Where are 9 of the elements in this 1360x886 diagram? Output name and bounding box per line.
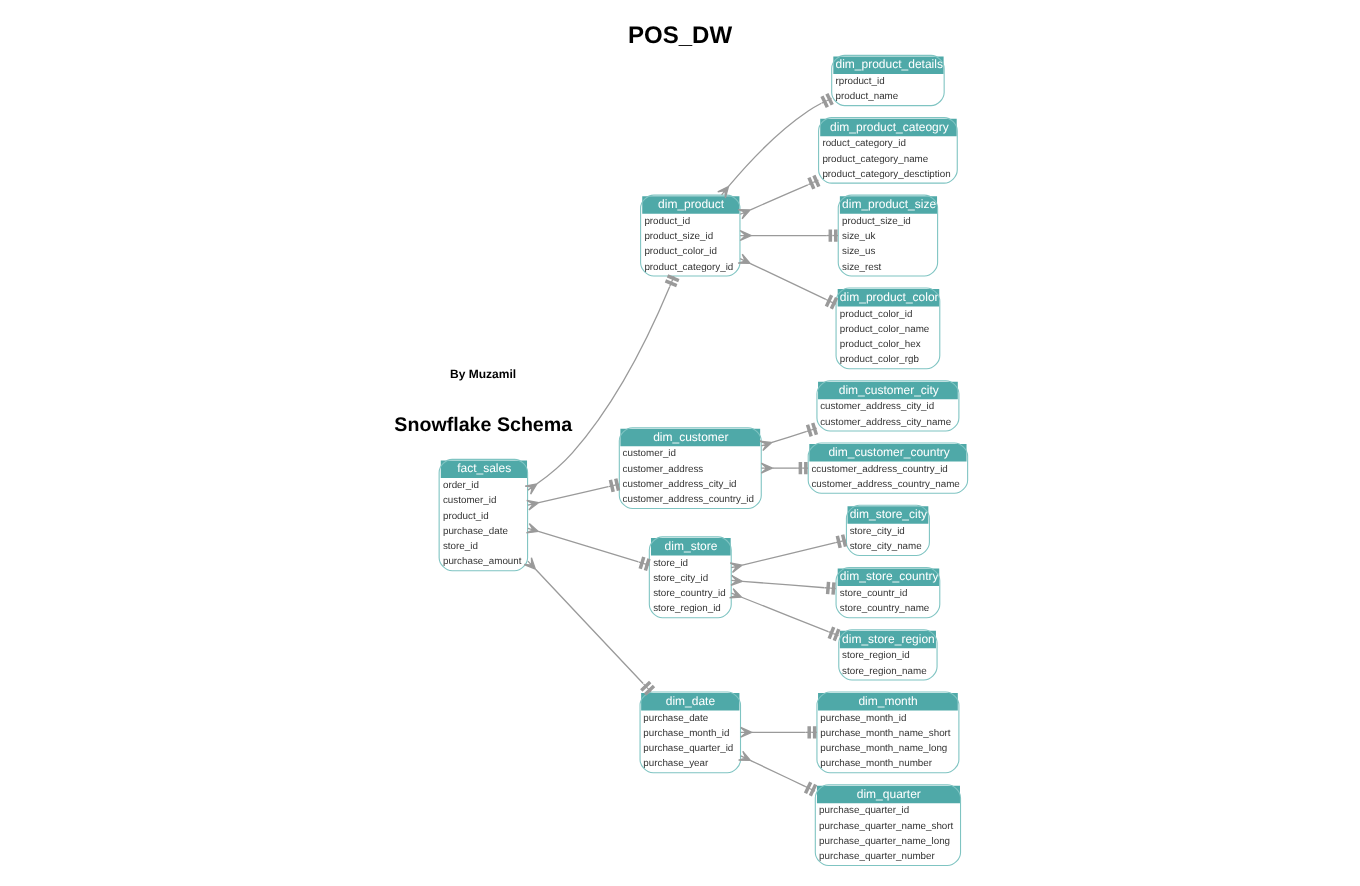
label: Snowflake Schema [393,415,572,438]
diagram-title: POS_DW [627,20,732,49]
connector [523,274,679,495]
connector [524,522,650,571]
connector [758,422,818,452]
connector [716,93,833,199]
connector [736,253,838,310]
connector [736,750,817,797]
connector [736,174,820,220]
